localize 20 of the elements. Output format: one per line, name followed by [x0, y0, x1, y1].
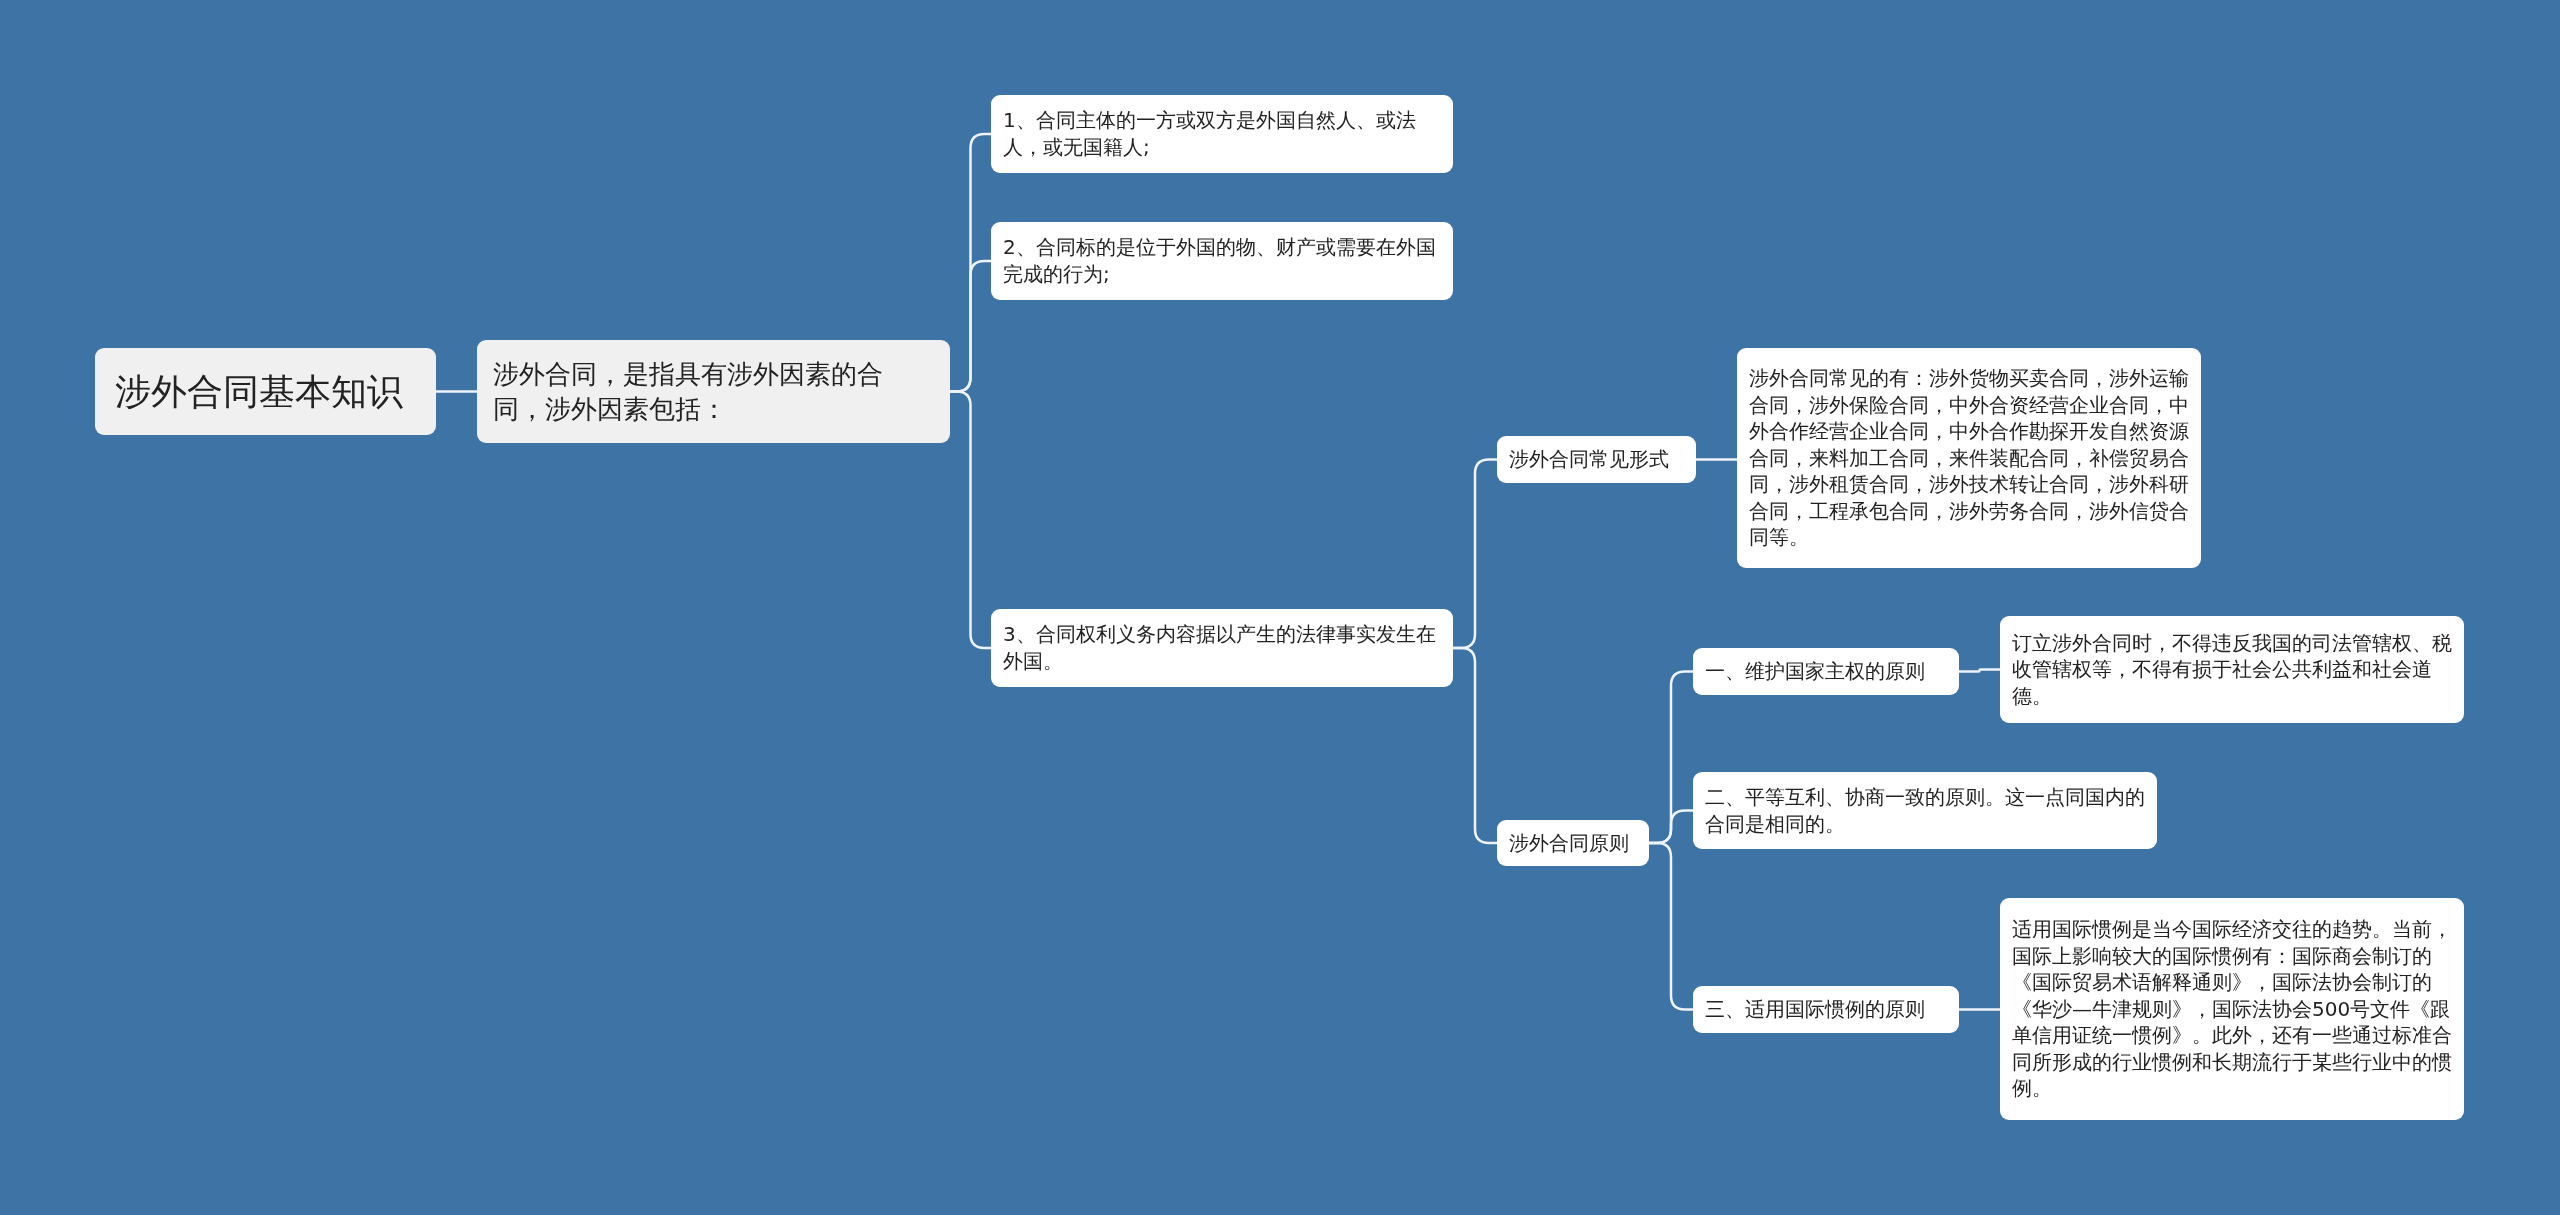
connector-line: [1453, 646, 1497, 845]
topic-box: 1、合同主体的一方或双方是外国自然人、或法人，或无国籍人;: [991, 95, 1453, 173]
topic-box: 一、维护国家主权的原则: [1693, 648, 1959, 695]
topic-box: 2、合同标的是位于外国的物、财产或需要在外国完成的行为;: [991, 222, 1453, 300]
connector-line: [436, 390, 477, 393]
topic-box: 二、平等互利、协商一致的原则。这一点同国内的合同是相同的。: [1693, 772, 2157, 849]
topic-box: 涉外合同原则: [1497, 820, 1649, 866]
connector-line: [1696, 458, 1737, 461]
topic-box: 适用国际惯例是当今国际经济交往的趋势。当前，国际上影响较大的国际惯例有：国际商会制订的《国际贸易术语解释通则》，国际法协会制订的《华沙—牛津规则》，国际法协会500号文件《跟单信用证统一惯例》。此外，还有一些通过标准合同所形成的行业惯例和长期流行于某些行业中的惯例。: [2000, 898, 2464, 1120]
topic-box: 订立涉外合同时，不得违反我国的司法管辖权、税收管辖权等，不得有损于社会公共利益和社会道德。: [2000, 616, 2464, 723]
connector-line: [1959, 668, 2000, 673]
root-topic-box: 涉外合同基本知识: [95, 348, 436, 435]
topic-box: 涉外合同，是指具有涉外因素的合同，涉外因素包括：: [477, 340, 950, 443]
topic-box: 3、合同权利义务内容据以产生的法律事实发生在外国。: [991, 609, 1453, 687]
connector-line: [950, 390, 991, 650]
connector-line: [1649, 841, 1693, 1011]
topic-box: 三、适用国际惯例的原则: [1693, 986, 1959, 1033]
connector-line: [1959, 1008, 2000, 1011]
topic-box: 涉外合同常见的有：涉外货物买卖合同，涉外运输合同，涉外保险合同，中外合资经营企业合同，中外合作经营企业合同，中外合作勘探开发自然资源合同，来料加工合同，来件装配合同，补偿贸易合同，涉外租赁合同，涉外技术转让合同，涉外科研合同，工程承包合同，涉外劳务合同，涉外信贷合同等。: [1737, 348, 2201, 568]
topic-box: 涉外合同常见形式: [1497, 436, 1696, 483]
